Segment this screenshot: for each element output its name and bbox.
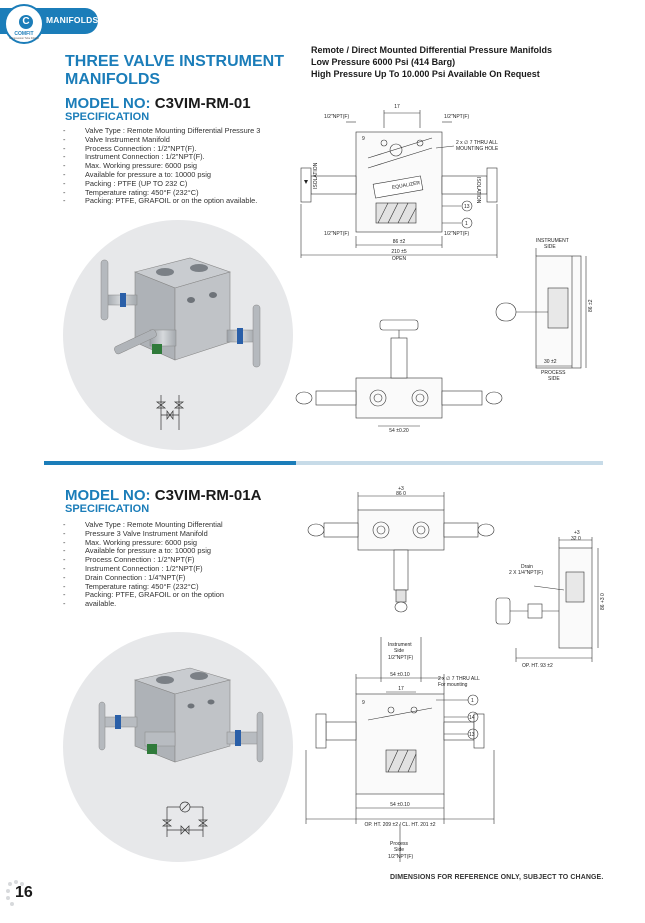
page-number: 16: [15, 884, 33, 901]
spec-item: Pressure 3 Valve Instrument Manifold: [63, 529, 224, 539]
model1-code: C3VIM-RM-01: [154, 95, 251, 112]
label-npt-top-left: 1/2"NPT(F): [324, 114, 349, 120]
company-logo: C COMFIT Compression Tube Fittings: [4, 4, 44, 44]
spec-item: Temperature rating: 450°F (232°C): [63, 188, 260, 198]
label-equalizer: EQUALIZER: [392, 180, 421, 191]
spec-item: Packing : PTFE (UP TO 232 C): [63, 179, 260, 189]
dim-9: 9: [362, 700, 365, 706]
dim-54: 54 ±0.20: [389, 428, 409, 434]
spec-item: Drain Connection : 1/4"NPT(F): [63, 573, 224, 583]
spec-item: Packing: PTFE, GRAFOIL or on the option …: [63, 197, 260, 206]
logo-tagline: Compression Tube Fittings: [9, 37, 39, 40]
spec-item: Packing: PTFE, GRAFOIL or on the option: [63, 591, 224, 600]
model2-code: C3VIM-RM-01A: [154, 487, 262, 504]
balloon-14: 14: [469, 715, 475, 721]
section-divider: [44, 461, 296, 465]
balloon-13: 13: [469, 732, 475, 738]
valve-schematic-icon: [161, 801, 209, 837]
label-open: OPEN: [392, 256, 407, 262]
dim-86-top: 86 0: [396, 491, 406, 497]
page-number-decoration: [6, 880, 24, 906]
balloon-1: 1: [471, 698, 474, 704]
section-divider-grey: [296, 461, 603, 465]
spec-item: Temperature rating: 450°F (232°C): [63, 582, 224, 592]
label-holes-2: For mounting: [438, 682, 468, 688]
balloon-13: 13: [464, 204, 470, 210]
summary-line-3: High Pressure Up To 10.000 Psi Available…: [311, 69, 540, 79]
model1-heading: MODEL NO: C3VIM-RM-01: [65, 96, 251, 112]
summary-line-1: Remote / Direct Mounted Differential Pre…: [311, 45, 553, 55]
manifold-summary: Remote / Direct Mounted Differential Pre…: [311, 44, 552, 80]
spec-item: Process Connection : 1/2"NPT(F).: [63, 144, 260, 154]
label-drain-2: 2 X 1/4"NPT(F): [509, 570, 543, 576]
spec-item: Max. Working pressure: 6000 psig: [63, 161, 260, 171]
spec-item: Available for pressure a to: 10000 psig: [63, 547, 224, 556]
valve-schematic-icon: [155, 395, 185, 430]
dim-9: 9: [362, 136, 365, 142]
dim-op-ht-209: OP. HT. 209 ±2 / CL. HT. 201 ±2: [365, 822, 436, 828]
spec-item: Valve Instrument Manifold: [63, 135, 260, 145]
dim-86-vertical: 86 +3 0: [600, 593, 606, 610]
spec-item: Available for pressure a to: 10000 psig: [63, 170, 260, 180]
label-inst-side-1: Instrument: [388, 642, 412, 648]
dim-210: 210 ±5: [391, 249, 406, 255]
spec-item: Valve Type : Remote Mounting Differentia…: [63, 520, 224, 530]
dim-86-vertical: 86 ±2: [588, 299, 594, 312]
label-proc-side-1: Process: [390, 841, 409, 847]
spec-item: Valve Type : Remote Mounting Differentia…: [63, 126, 260, 136]
spec-item: available.: [63, 599, 224, 609]
spec-item: Process Connection : 1/2"NPT(F): [63, 555, 224, 565]
label-process-side-1: PROCESS: [541, 370, 566, 376]
dim-30: 30 ±2: [544, 359, 557, 365]
label-instrument-side-1: INSTRUMENT: [536, 238, 569, 244]
dim-86: 86 ±2: [393, 239, 406, 245]
label-holes-1: 2 x ∅ 7 THRU ALL: [438, 676, 480, 682]
spec-item: Instrument Connection : 1/2"NPT(F).: [63, 153, 260, 162]
label-drain-1: Drain: [521, 564, 533, 570]
dim-17: 17: [394, 104, 400, 110]
footer-disclaimer: DIMENSIONS FOR REFERENCE ONLY, SUBJECT T…: [390, 874, 604, 881]
label-isolation-right: ISOLATION: [475, 177, 481, 204]
model1-spec-list: Valve Type : Remote Mounting Differentia…: [63, 126, 260, 206]
dim-32: 32 0: [571, 536, 581, 542]
label-holes-line-1: 2 x ∅ 7 THRU ALL: [456, 140, 498, 146]
logo-name: COMFIT: [14, 31, 34, 37]
model2-spec-list: Valve Type : Remote Mounting Differentia…: [63, 520, 224, 609]
label-npt-bottom-left: 1/2"NPT(F): [324, 231, 349, 237]
model2-prefix: MODEL NO:: [65, 487, 151, 504]
model2-spec-heading: SPECIFICATION: [65, 503, 150, 515]
dim-op-ht-93: OP. HT. 93 ±2: [522, 663, 553, 669]
label-holes-line-2: MOUNTING HOLE: [456, 146, 499, 152]
label-proc-side-2: Side: [394, 847, 404, 853]
summary-line-2: Low Pressure 6000 Psi (414 Barg): [311, 57, 456, 67]
label-inst-side-2: Side: [394, 648, 404, 654]
label-proc-npt: 1/2"NPT(F): [388, 854, 413, 860]
label-inst-npt: 1/2"NPT(F): [388, 655, 413, 661]
label-npt-top-right: 1/2"NPT(F): [444, 114, 469, 120]
model1-drawing: 17 1/2"NPT(F) 1/2"NPT(F) 9 2 x ∅ 7 THRU …: [295, 104, 594, 434]
model1-spec-heading: SPECIFICATION: [65, 111, 150, 123]
spec-item: Max. Working pressure: 6000 psig: [63, 538, 224, 548]
model1-prefix: MODEL NO:: [65, 95, 151, 112]
page-title-line-1: THREE VALVE INSTRUMENT: [65, 53, 284, 70]
label-instrument-side-2: SIDE: [544, 244, 556, 250]
page-title: THREE VALVE INSTRUMENT MANIFOLDS: [65, 53, 295, 89]
dim-86-tolerance: +3: [398, 486, 404, 492]
section-title: MANIFOLDS: [46, 15, 99, 25]
label-isolation-left: ISOLATION: [313, 162, 319, 189]
model2-product-image: [98, 667, 264, 837]
model2-drawing: +3 86 0 +3 32 0 Drain 2 X 1/4"NPT(F) 86 …: [305, 486, 606, 862]
logo-mark-icon: C: [19, 15, 33, 29]
dim-32-tolerance: +3: [574, 530, 580, 536]
page-title-line-2: MANIFOLDS: [65, 71, 161, 88]
model2-heading: MODEL NO: C3VIM-RM-01A: [65, 488, 261, 504]
label-npt-bottom-right: 1/2"NPT(F): [444, 231, 469, 237]
dim-54-bottom: 54 ±0.10: [390, 802, 410, 808]
balloon-1: 1: [465, 221, 468, 227]
dim-54-top: 54 ±0.10: [390, 672, 410, 678]
model1-product-image: [100, 257, 261, 430]
label-process-side-2: SIDE: [548, 376, 560, 382]
dim-17: 17: [398, 686, 404, 692]
spec-item: Instrument Connection : 1/2"NPT(F): [63, 564, 224, 574]
